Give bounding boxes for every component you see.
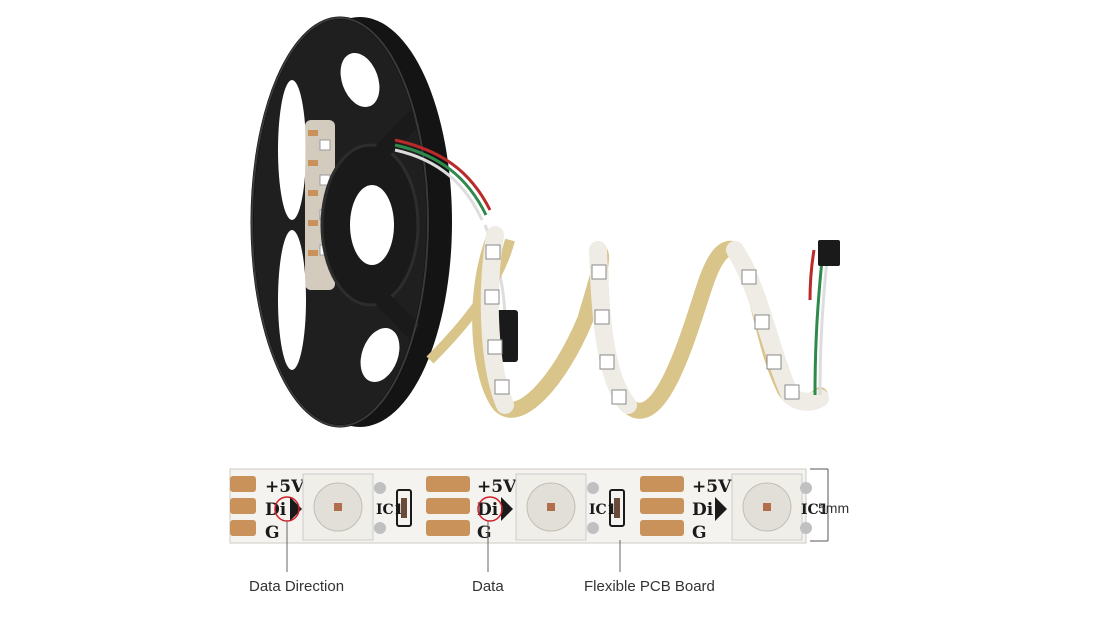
direction-arrow-icon [501, 497, 513, 521]
g-label: G [265, 523, 280, 543]
data-marker [477, 496, 503, 522]
data-callout: Data [472, 578, 504, 595]
strip-width-label: 5mm [818, 500, 850, 516]
reel [250, 16, 452, 428]
connector-male [818, 240, 840, 266]
g-label: G [692, 523, 707, 543]
direction-arrow-icon [290, 497, 302, 521]
vplus-label: +5V [265, 477, 305, 497]
di-label: Di [692, 500, 714, 520]
vplus-label: +5V [477, 477, 517, 497]
g-label: G [477, 523, 492, 543]
pcb-segment-2: +5V Di G IC1 [426, 473, 625, 543]
flexible-pcb-callout: Flexible PCB Board [584, 578, 715, 595]
ic-label: IC1 [589, 502, 616, 518]
ic-label: IC1 [376, 502, 403, 518]
di-label: Di [477, 500, 499, 520]
direction-arrow-icon [715, 497, 727, 521]
pcb-segment-1: +5V Di G IC1 [230, 473, 412, 543]
strip-closeup: +5V Di G IC1 +5V Di G I [229, 468, 829, 544]
di-label: Di [265, 500, 287, 520]
callout-leaders [286, 521, 621, 572]
pcb-segment-3: +5V Di G IC1 [640, 473, 828, 543]
output-wires [808, 249, 829, 396]
data-direction-callout: Data Direction [249, 578, 345, 595]
width-dimension [810, 468, 829, 542]
ic-label: IC1 [801, 502, 828, 518]
vplus-label: +5V [692, 477, 732, 497]
loose-strip-leds [484, 244, 800, 405]
